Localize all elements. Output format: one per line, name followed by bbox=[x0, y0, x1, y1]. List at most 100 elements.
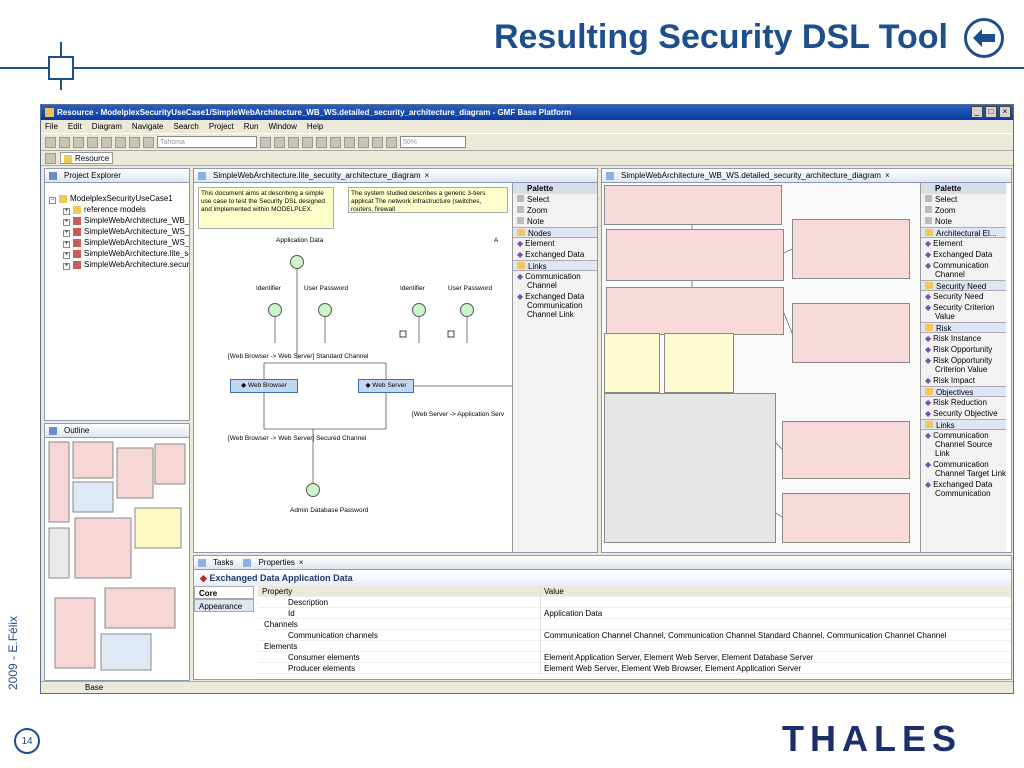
tree-item[interactable]: −ModelplexSecurityUseCase1 bbox=[45, 193, 189, 204]
font-color-icon[interactable] bbox=[288, 136, 299, 148]
note-description[interactable]: This document aims at describing a simpl… bbox=[198, 187, 334, 229]
menu-navigate[interactable]: Navigate bbox=[131, 122, 164, 131]
expand-icon[interactable]: + bbox=[63, 252, 70, 259]
menu-run[interactable]: Run bbox=[243, 122, 259, 131]
palette-item[interactable]: ◆Element bbox=[921, 238, 1006, 249]
palette-item[interactable]: ◆Risk Opportunity Criterion Value bbox=[921, 355, 1006, 375]
diagram-block[interactable] bbox=[664, 333, 734, 393]
select-all-icon[interactable] bbox=[358, 136, 369, 148]
palette-item[interactable]: ◆Exchanged Data bbox=[513, 249, 597, 260]
expand-icon[interactable]: + bbox=[63, 219, 70, 226]
zoom-combo[interactable]: 50% bbox=[400, 136, 466, 148]
expand-icon[interactable]: + bbox=[63, 241, 70, 248]
tree-item[interactable]: +SimpleWebArchitecture_WS_D bbox=[45, 237, 189, 248]
table-row[interactable]: Description bbox=[258, 597, 1011, 608]
back-button[interactable] bbox=[964, 18, 1004, 58]
expand-icon[interactable]: + bbox=[63, 208, 70, 215]
expand-icon[interactable]: − bbox=[49, 197, 56, 204]
maximize-icon[interactable]: □ bbox=[985, 106, 997, 118]
print-icon[interactable] bbox=[73, 136, 84, 148]
run-icon[interactable] bbox=[101, 136, 112, 148]
palette-item[interactable]: ◆Exchanged Data Communication Channel Li… bbox=[513, 291, 597, 320]
forward-icon[interactable] bbox=[129, 136, 140, 148]
data-node-identifier-1[interactable] bbox=[268, 303, 282, 317]
search-icon[interactable] bbox=[87, 136, 98, 148]
palette-item[interactable]: ◆Risk Opportunity bbox=[921, 344, 1006, 355]
palette-item[interactable]: ◆Exchanged Data bbox=[921, 249, 1006, 260]
palette-item[interactable]: ◆Communication Channel Target Link bbox=[921, 459, 1006, 479]
menu-window[interactable]: Window bbox=[268, 122, 297, 131]
detailed-diagram-tab[interactable]: SimpleWebArchitecture_WB_WS.detailed_sec… bbox=[602, 169, 1011, 183]
palette-drawer[interactable]: Nodes bbox=[513, 227, 597, 238]
palette-item[interactable]: ◆Risk Impact bbox=[921, 375, 1006, 386]
lite-diagram-tab[interactable]: SimpleWebArchitecture.lite_security_arch… bbox=[194, 169, 597, 183]
palette-drawer[interactable]: Risk bbox=[921, 322, 1006, 333]
tree-item[interactable]: +SimpleWebArchitecture.lite_se bbox=[45, 248, 189, 259]
line-color-icon[interactable] bbox=[316, 136, 327, 148]
palette-item[interactable]: ◆Element bbox=[513, 238, 597, 249]
table-row[interactable]: Elements bbox=[258, 641, 1011, 652]
palette-item[interactable]: ◆Security Objective bbox=[921, 408, 1006, 419]
expand-icon[interactable]: + bbox=[63, 230, 70, 237]
palette-item[interactable]: ◆Communication Channel bbox=[513, 271, 597, 291]
palette-item[interactable]: ◆Communication Channel bbox=[921, 260, 1006, 280]
palette-drawer[interactable]: Objectives bbox=[921, 386, 1006, 397]
tab-tasks[interactable]: Tasks bbox=[213, 558, 234, 567]
note-system[interactable]: The system studied describes a generic 3… bbox=[348, 187, 508, 213]
lite-diagram-canvas[interactable]: This document aims at describing a simpl… bbox=[194, 183, 512, 552]
palette-item[interactable]: ◆Risk Instance bbox=[921, 333, 1006, 344]
italic-icon[interactable] bbox=[274, 136, 285, 148]
layout-icon[interactable] bbox=[386, 136, 397, 148]
palette-drawer[interactable]: Security Need bbox=[921, 280, 1006, 291]
data-node-application[interactable] bbox=[290, 255, 304, 269]
palette-tool-zoom[interactable]: Zoom bbox=[513, 205, 597, 216]
font-combo[interactable]: Tahoma bbox=[157, 136, 257, 148]
palette-drawer[interactable]: Architectural El... bbox=[921, 227, 1006, 238]
table-row[interactable]: Channels bbox=[258, 619, 1011, 630]
palette-tool-note[interactable]: Note bbox=[513, 216, 597, 227]
data-node-admin-password[interactable] bbox=[306, 483, 320, 497]
close-icon[interactable]: × bbox=[999, 106, 1011, 118]
close-tab-icon[interactable]: × bbox=[884, 171, 890, 180]
minimize-icon[interactable]: _ bbox=[971, 106, 983, 118]
outline-tab[interactable]: Outline bbox=[45, 424, 189, 438]
data-node-password-2[interactable] bbox=[460, 303, 474, 317]
diagram-block[interactable] bbox=[606, 229, 784, 281]
perspective-resource-tab[interactable]: Resource bbox=[60, 152, 114, 164]
tab-properties[interactable]: Properties bbox=[258, 558, 295, 567]
back-icon[interactable] bbox=[115, 136, 126, 148]
new-icon[interactable] bbox=[45, 136, 56, 148]
save-icon[interactable] bbox=[59, 136, 70, 148]
arrange-icon[interactable] bbox=[330, 136, 341, 148]
bold-icon[interactable] bbox=[260, 136, 271, 148]
fill-color-icon[interactable] bbox=[302, 136, 313, 148]
palette-drawer[interactable]: Links bbox=[921, 419, 1006, 430]
data-node-password-1[interactable] bbox=[318, 303, 332, 317]
side-tab-core[interactable]: Core bbox=[194, 586, 254, 599]
palette-item[interactable]: ◆Security Need bbox=[921, 291, 1006, 302]
element-web-server[interactable]: ◆ Web Server bbox=[358, 379, 414, 393]
delete-icon[interactable] bbox=[372, 136, 383, 148]
align-icon[interactable] bbox=[344, 136, 355, 148]
palette-item[interactable]: ◆Security Criterion Value bbox=[921, 302, 1006, 322]
tree-item[interactable]: +SimpleWebArchitecture_WB_W bbox=[45, 215, 189, 226]
menu-project[interactable]: Project bbox=[208, 122, 234, 131]
menu-search[interactable]: Search bbox=[173, 122, 199, 131]
palette-tool-note[interactable]: Note bbox=[921, 216, 1006, 227]
side-tab-appearance[interactable]: Appearance bbox=[194, 599, 254, 612]
diagram-block[interactable] bbox=[792, 219, 910, 279]
expand-icon[interactable]: + bbox=[63, 263, 70, 270]
diagram-block[interactable] bbox=[792, 303, 910, 363]
palette-tool-select[interactable]: Select bbox=[513, 194, 597, 205]
data-node-identifier-2[interactable] bbox=[412, 303, 426, 317]
close-tab-icon[interactable]: × bbox=[298, 558, 304, 567]
menu-diagram[interactable]: Diagram bbox=[91, 122, 122, 131]
diagram-block[interactable] bbox=[606, 287, 784, 335]
menu-help[interactable]: Help bbox=[306, 122, 324, 131]
diagram-block[interactable] bbox=[782, 421, 910, 479]
element-web-browser[interactable]: ◆ Web Browser bbox=[230, 379, 298, 393]
open-perspective-icon[interactable] bbox=[45, 152, 56, 164]
